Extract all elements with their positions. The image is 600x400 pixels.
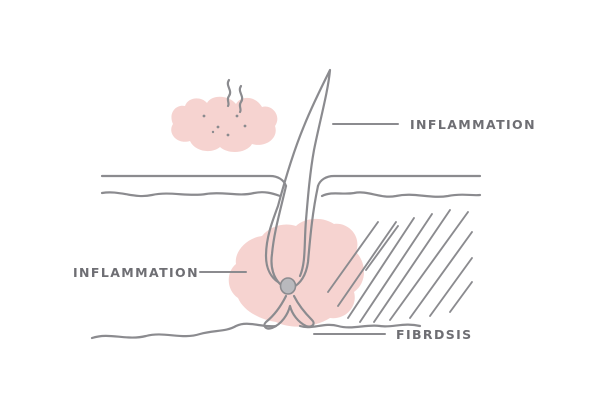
label-inflammation-left: INFLAMMATION [73, 265, 199, 280]
follicle-outer-sheath-right [290, 184, 320, 290]
follicle-inner-sheath [270, 184, 288, 286]
inflammation-area-follicle [228, 218, 364, 327]
follicle-bulb [279, 277, 297, 295]
fibrosis-pattern [327, 209, 473, 323]
hair-shaft [264, 68, 332, 284]
cloud-dots [202, 114, 247, 137]
skin-surface-line-right [316, 174, 482, 188]
inflammation-cloud-top [171, 78, 278, 153]
epidermis-wavy-line-left [100, 191, 282, 198]
hair-follicle [263, 68, 332, 330]
cloud-shape [171, 96, 278, 153]
heat-wave-icon [226, 78, 244, 114]
dermis-bottom-line-right [298, 323, 422, 329]
dermis-bottom-line [90, 322, 278, 340]
skin-surface-line [100, 174, 288, 188]
label-fibrosis: FIBRDSIS [396, 327, 473, 342]
follicle-root-loop [263, 294, 315, 330]
skin-layers [90, 174, 482, 340]
epidermis-wavy-line-right [320, 191, 482, 198]
label-inflammation-top: INFLAMMATION [410, 117, 536, 132]
